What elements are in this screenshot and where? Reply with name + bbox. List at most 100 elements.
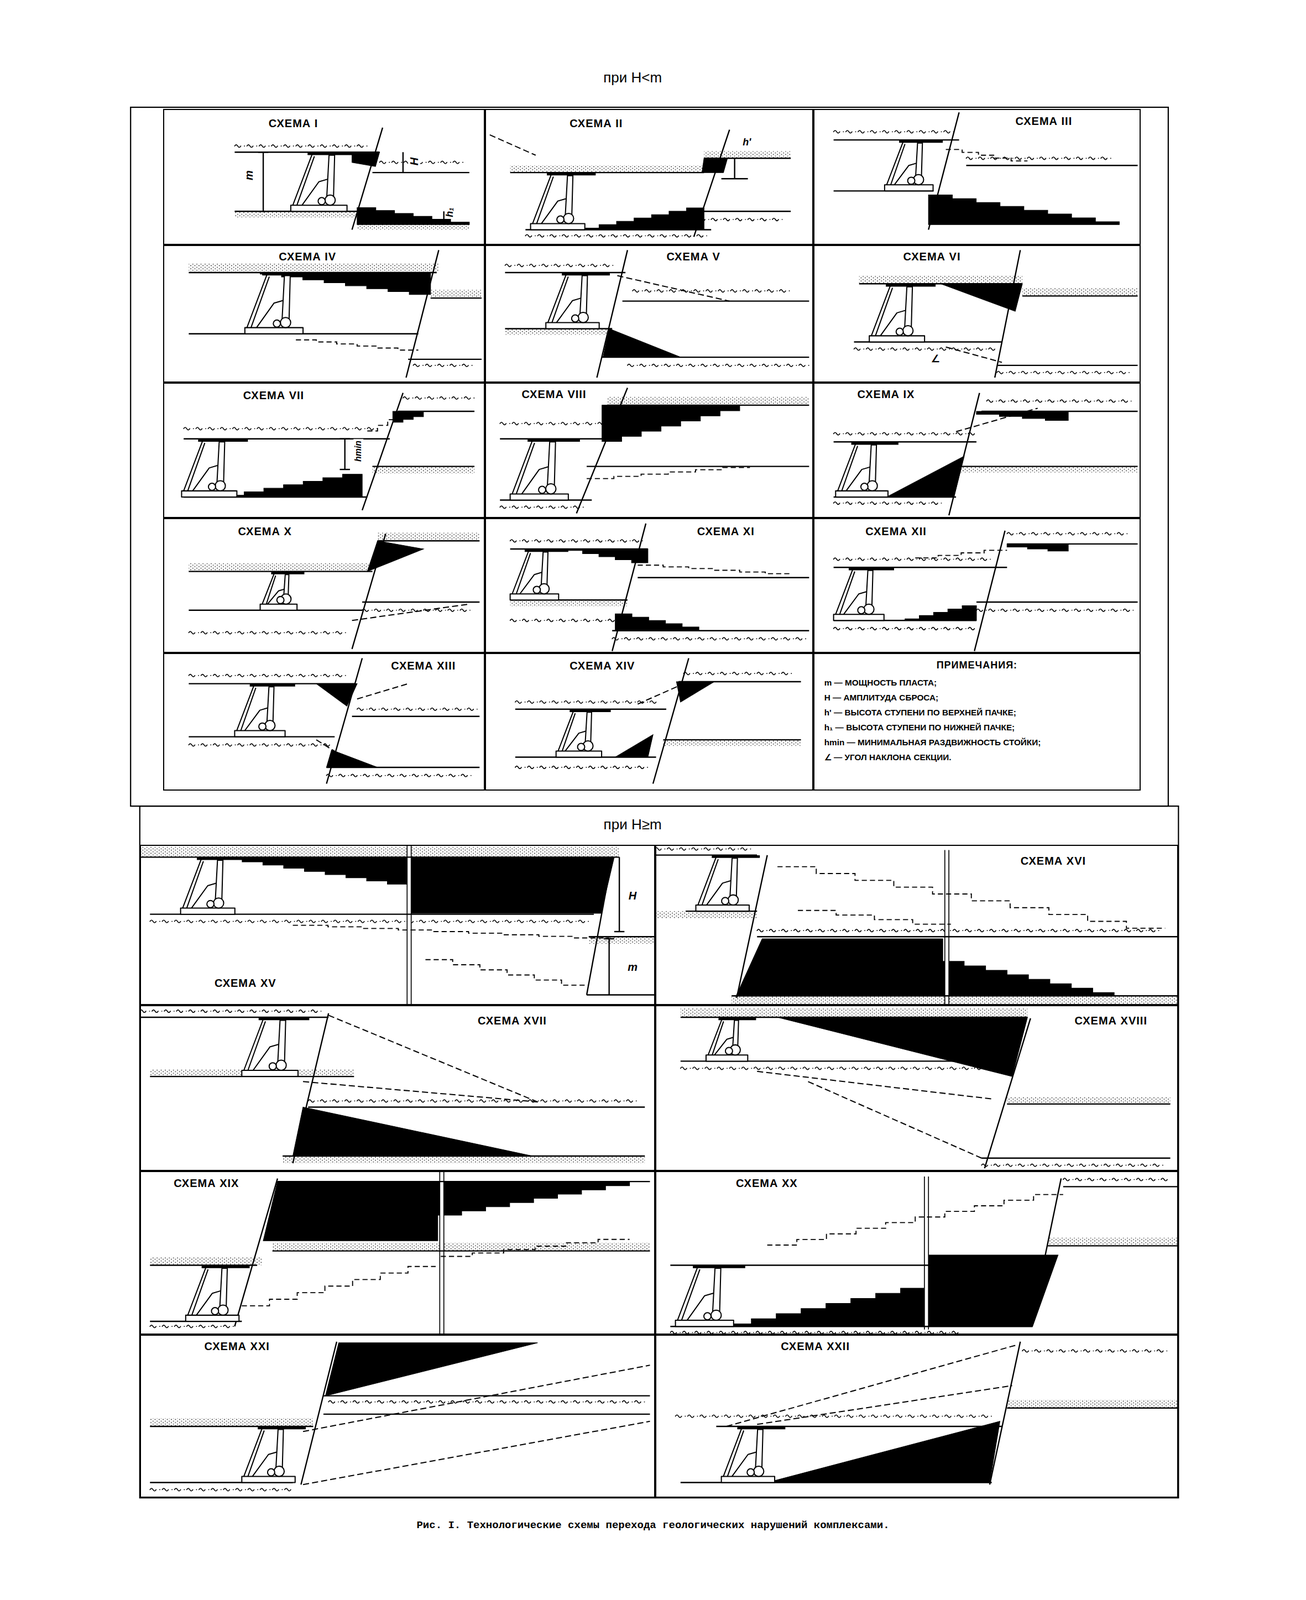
projected-steps <box>797 910 952 925</box>
powered-support <box>260 572 305 610</box>
scheme-drawing <box>680 1007 1171 1169</box>
scheme-drawing <box>504 249 809 378</box>
rock-cut-zone <box>702 158 728 173</box>
shale-hatch <box>234 144 367 148</box>
scheme-drawing <box>675 1341 1179 1485</box>
powered-support <box>530 174 597 231</box>
sandstone-hatch <box>372 466 475 474</box>
rock-cut-steps <box>726 1288 926 1327</box>
seam-line <box>277 1181 651 1183</box>
rock-cut-zone <box>408 857 615 913</box>
projected-line <box>357 683 409 700</box>
shale-hatch <box>680 1067 1006 1070</box>
dimension-label: m <box>242 168 255 182</box>
sandstone-hatch <box>149 1257 263 1266</box>
scheme-panel: СХЕМА XIX <box>139 1171 656 1335</box>
rock-cut-zone <box>603 328 681 358</box>
shale-hatch <box>698 218 783 222</box>
seam-line <box>976 601 1138 603</box>
shale-hatch <box>328 1400 645 1404</box>
shale-hatch <box>986 399 1131 403</box>
powered-support <box>545 274 610 329</box>
seam-line <box>344 439 346 470</box>
rock-cut-steps <box>602 405 740 442</box>
scheme-panel: СХЕМА XV <box>139 844 656 1006</box>
shale-hatch <box>627 364 809 368</box>
rock-cut-zone <box>886 456 965 498</box>
sandstone-hatch <box>510 165 705 173</box>
powered-support <box>241 1019 310 1077</box>
shale-hatch <box>833 130 954 134</box>
rock-cut-zone <box>263 1181 438 1241</box>
shale-hatch <box>612 637 806 641</box>
seam-line <box>588 936 656 938</box>
sandstone-hatch <box>1006 1096 1170 1105</box>
scheme-title: СХЕМА VII <box>241 388 307 402</box>
scheme-panel: СХЕМА XXII <box>655 1334 1179 1498</box>
projected-steps <box>777 866 1166 929</box>
seam-line <box>262 152 264 212</box>
seam-line <box>607 404 809 406</box>
seam-line <box>989 1341 1021 1485</box>
shale-hatch <box>379 160 463 164</box>
seam-line <box>272 1250 651 1252</box>
sandstone-hatch <box>188 563 373 572</box>
seam-line <box>637 577 809 579</box>
seam-line <box>948 393 980 516</box>
seam-line <box>377 540 480 542</box>
seam-line <box>352 533 386 650</box>
seam-line <box>372 171 470 174</box>
projected-line <box>756 1385 1012 1425</box>
shale-hatch <box>833 627 975 631</box>
sandstone-hatch <box>377 533 480 542</box>
projected-steps <box>946 149 1028 161</box>
scheme-panel: СХЕМА XXI <box>139 1334 656 1498</box>
shale-hatch <box>357 707 478 711</box>
scheme-drawing <box>489 129 791 238</box>
seam-line <box>622 300 810 302</box>
scheme-drawing <box>149 1341 650 1492</box>
scheme-panel: СХЕМА VIII <box>484 382 814 519</box>
shale-hatch <box>188 674 346 678</box>
shale-hatch <box>149 1325 234 1329</box>
shale-hatch <box>515 766 648 770</box>
scheme-drawing <box>188 249 482 378</box>
scheme-panel: СХЕМА II <box>484 108 814 245</box>
seam-line <box>956 465 1138 467</box>
scheme-title: СХЕМА XII <box>863 524 929 538</box>
shale-hatch <box>326 774 472 777</box>
projected-line <box>756 1071 992 1100</box>
sandstone-hatch <box>859 275 1023 285</box>
seam-line <box>586 465 809 467</box>
shale-hatch <box>981 1163 1163 1167</box>
powered-support <box>884 141 943 191</box>
shale-hatch <box>499 505 584 509</box>
shale-hatch <box>188 631 346 635</box>
rock-cut-steps <box>581 207 704 230</box>
seam-line <box>602 356 810 358</box>
seam-line <box>928 222 1120 224</box>
shale-hatch <box>976 608 1134 612</box>
seam-line <box>612 523 646 652</box>
seam-line <box>352 715 480 717</box>
seam-line <box>928 112 959 230</box>
notes-line: H — АМПЛИТУДА СБРОСА; <box>824 690 1140 705</box>
scheme-panel: СХЕМА XII <box>813 518 1141 653</box>
rock-cut-steps <box>1006 544 1069 552</box>
break-line <box>439 1171 444 1335</box>
scheme-panel: СХЕМА XIII <box>163 653 485 791</box>
shale-hatch <box>833 502 942 505</box>
scheme-title: СХЕМА I <box>266 116 321 130</box>
dimension-label: ∠ <box>929 353 942 365</box>
seam-line <box>1030 1178 1062 1328</box>
projected-steps <box>367 414 409 431</box>
rock-cut-steps <box>942 961 1115 996</box>
rock-cut-steps <box>221 857 409 885</box>
scheme-panel: СХЕМА IV <box>163 244 485 383</box>
seam-line <box>1006 1407 1179 1409</box>
scheme-title: СХЕМА XIV <box>567 659 637 673</box>
sandstone-hatch <box>504 328 613 335</box>
seam-line <box>974 530 1005 652</box>
seam-line <box>1047 1245 1179 1247</box>
seam-line <box>733 158 735 179</box>
